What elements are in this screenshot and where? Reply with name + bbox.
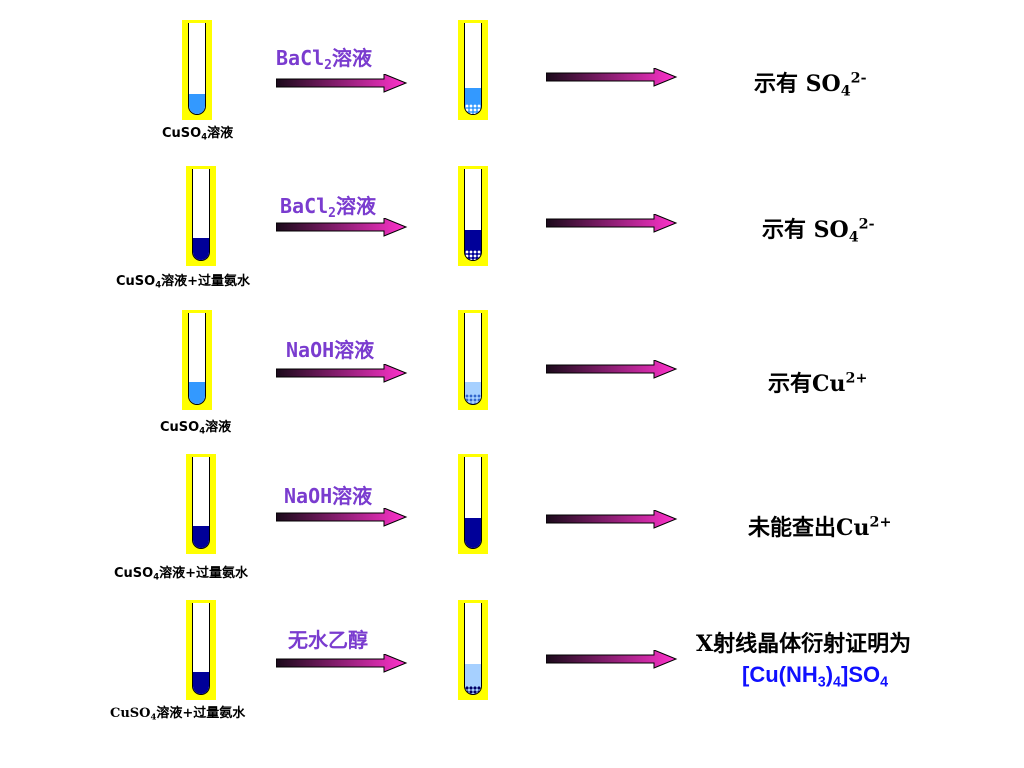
tube-glass — [464, 23, 482, 115]
reagent-arrow — [276, 508, 408, 527]
liquid — [193, 238, 209, 260]
precipitate — [465, 250, 481, 260]
precipitate — [465, 394, 481, 404]
result-text: X射线晶体衍射证明为 — [696, 631, 912, 657]
tube-glass — [464, 603, 482, 695]
left-tube-label: CuSO4溶液+过量氨水 — [114, 566, 248, 582]
reagent-arrow — [276, 74, 408, 93]
precipitate — [465, 104, 481, 114]
tube-glass — [464, 169, 482, 261]
reagent-label: BaCl2溶液 — [276, 46, 372, 73]
reagent-label: 无水乙醇 — [288, 628, 368, 652]
left-tube-label: CuSO4溶液 — [160, 420, 232, 436]
result-arrow — [546, 650, 678, 669]
tube-glass — [192, 457, 210, 549]
reagent-label: NaOH溶液 — [284, 484, 373, 508]
result-formula: [Cu(NH3)4]SO4 — [742, 662, 888, 690]
result-arrow — [546, 360, 678, 379]
result-text: 未能查出Cu2+ — [748, 514, 892, 541]
left-tube-label: CuSO4溶液 — [162, 126, 234, 142]
liquid — [189, 94, 205, 114]
result-arrow — [546, 510, 678, 529]
reagent-arrow — [276, 364, 408, 383]
liquid — [193, 672, 209, 694]
result-text: 示有Cu2+ — [768, 370, 868, 397]
precipitate — [465, 686, 481, 694]
reagent-label: NaOH溶液 — [286, 338, 375, 362]
tube-glass — [188, 313, 206, 405]
tube-glass — [464, 457, 482, 549]
row-2: CuSO4溶液+过量氨水 BaCl2溶液 示有 SO42- — [0, 166, 1024, 306]
tube-glass — [464, 313, 482, 405]
reagent-arrow — [276, 218, 408, 237]
row-4: CuSO4溶液+过量氨水 NaOH溶液 未能查出Cu2+ — [0, 454, 1024, 594]
liquid — [189, 382, 205, 404]
result-arrow — [546, 214, 678, 233]
tube-glass — [192, 169, 210, 261]
left-tube-label: CuSO4溶液+过量氨水 — [110, 706, 246, 722]
left-tube-label: CuSO4溶液+过量氨水 — [116, 274, 250, 290]
liquid — [465, 518, 481, 548]
reagent-label: BaCl2溶液 — [280, 194, 376, 221]
formula-text: [Cu(NH3)4]SO4 — [742, 662, 889, 691]
reagent-arrow — [276, 654, 408, 673]
liquid — [193, 526, 209, 548]
result-text: 示有 SO42- — [762, 216, 875, 246]
result-text: 示有 SO42- — [754, 70, 867, 100]
tube-glass — [192, 603, 210, 695]
row-1: CuSO4溶液 BaCl2溶液 示有 SO42- — [0, 20, 1024, 160]
result-arrow — [546, 68, 678, 87]
row-5: CuSO4溶液+过量氨水 无水乙醇 X射线晶体衍射证明为 [Cu(NH3)4]S… — [0, 600, 1024, 740]
tube-glass — [188, 23, 206, 115]
row-3: CuSO4溶液 NaOH溶液 示有Cu2+ — [0, 310, 1024, 450]
